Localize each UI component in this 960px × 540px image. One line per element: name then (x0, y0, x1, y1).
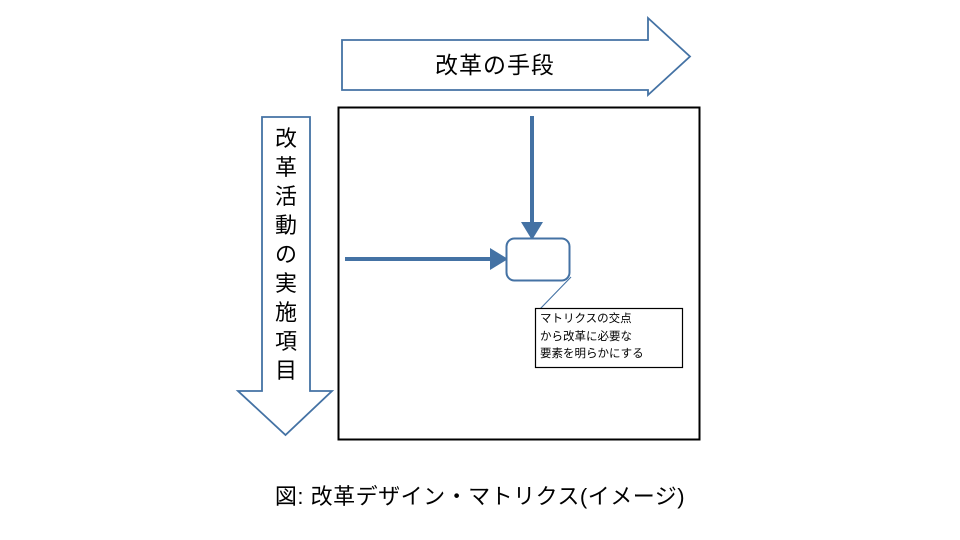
figure-caption: 図: 改革デザイン・マトリクス(イメージ) (274, 484, 686, 509)
intersection-node[interactable] (505, 237, 571, 282)
callout-line: マトリクスの交点 (540, 313, 632, 325)
vertical-label-char: 革 (274, 155, 297, 180)
vertical-label-char: 動 (274, 213, 297, 238)
vertical-label-char: 実 (274, 271, 297, 296)
vertical-label-char: 施 (274, 300, 297, 325)
callout-leader-line (539, 276, 572, 310)
vertical-label-char: 目 (274, 358, 297, 383)
callout-text: マトリクスの交点 から改革に必要な 要素を明らかにする (540, 311, 682, 365)
horizontal-arrow-label: 改革の手段 (435, 52, 555, 78)
callout-line: 要素を明らかにする (540, 348, 644, 360)
vertical-label-char: 改 (274, 126, 297, 151)
horizontal-block-arrow (341, 15, 692, 98)
vertical-label-char: の (274, 242, 297, 267)
vertical-label-char: 項 (274, 329, 297, 354)
callout-line: から改革に必要な (540, 330, 632, 343)
inner-right-arrow (345, 248, 508, 270)
vertical-arrow-label: 改 革 活 動 の 実 施 項 目 (262, 124, 310, 386)
vertical-label-char: 活 (274, 184, 297, 209)
vertical-block-arrow (235, 116, 335, 437)
inner-down-arrow (521, 116, 543, 240)
callout-box (534, 307, 684, 369)
